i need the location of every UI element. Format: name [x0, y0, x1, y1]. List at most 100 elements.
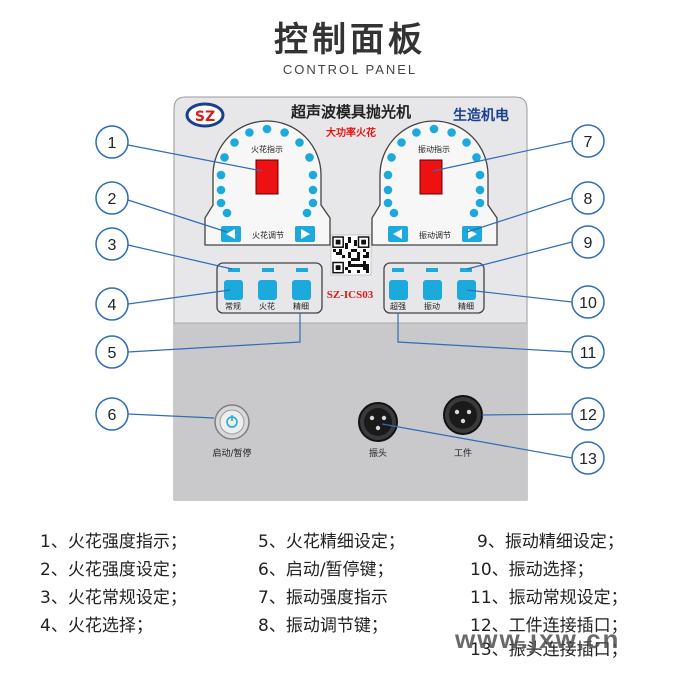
callout-number: 1 — [108, 135, 117, 152]
callout-circle — [95, 227, 129, 261]
legend-item-7: 7、振动强度指示 — [258, 588, 388, 608]
model-number: SZ-ICS03 — [327, 289, 374, 301]
head-connector-socket[interactable] — [358, 402, 398, 442]
right-strength-display — [419, 159, 443, 195]
left-indicator-label: 火花指示 — [251, 144, 283, 154]
callout-number: 3 — [108, 237, 117, 254]
left-dial-led — [308, 185, 318, 195]
legend-item-11: 11、振动常规设定； — [470, 588, 628, 608]
right-dial-led — [475, 185, 485, 195]
left-strength-display — [255, 159, 279, 195]
right-dial-led — [469, 208, 479, 218]
left-mode-leds — [228, 268, 308, 272]
callout-number: 12 — [579, 407, 597, 424]
legend-item-1: 1、火花强度指示； — [40, 532, 187, 552]
right-decrease-button[interactable] — [388, 226, 408, 242]
right-dial-led — [397, 138, 406, 147]
right-dial-led — [475, 198, 485, 208]
right-dial-led — [472, 153, 481, 162]
right-dial-led — [383, 198, 393, 208]
left-dial-led — [295, 138, 304, 147]
callout-number: 10 — [579, 295, 597, 312]
callout-circle — [95, 287, 129, 321]
right-dial-led — [412, 128, 421, 137]
right-mode-leds — [392, 268, 472, 272]
callout-circle — [571, 285, 605, 319]
left-dial-led — [262, 124, 272, 134]
leader-lines — [127, 140, 573, 459]
callout-number: 13 — [579, 451, 597, 468]
spark-fine-button[interactable] — [292, 280, 311, 300]
tagline: 大功率火花 — [326, 126, 376, 139]
left-dial-led — [308, 170, 318, 180]
workpiece-connector-label: 工件 — [454, 447, 472, 459]
left-dial-led — [302, 208, 312, 218]
head-connector-label: 振头 — [369, 447, 387, 459]
callout-circle — [571, 225, 605, 259]
spark-normal-button[interactable] — [224, 280, 243, 300]
vibration-select-button[interactable] — [423, 280, 442, 300]
left-dial-led — [308, 198, 318, 208]
callout-circle — [571, 181, 605, 215]
callout-number: 6 — [108, 407, 117, 424]
right-dial-led — [475, 170, 485, 180]
callout-number: 11 — [580, 345, 597, 362]
device-name: 超声波模具抛光机 — [290, 103, 411, 121]
page-title: 控制面板 — [274, 20, 426, 60]
vibration-fine-button[interactable] — [457, 280, 476, 300]
right-button-label-1: 超强 — [390, 301, 406, 311]
right-button-label-2: 振动 — [424, 301, 440, 311]
right-dial-led — [383, 185, 393, 195]
legend-item-2: 2、火花强度设定； — [40, 560, 187, 580]
left-dial-led — [216, 170, 226, 180]
left-decrease-button[interactable] — [221, 226, 241, 242]
callout-number: 7 — [584, 134, 593, 151]
workpiece-connector-socket[interactable] — [443, 395, 483, 435]
left-adjust-label: 火花调节 — [252, 230, 284, 240]
legend-item-10: 10、振动选择； — [470, 560, 594, 580]
spark-select-button[interactable] — [258, 280, 277, 300]
left-dial-led — [305, 153, 314, 162]
right-dial-led — [462, 138, 471, 147]
start-pause-button[interactable] — [214, 404, 250, 440]
left-dial-led — [220, 153, 229, 162]
logo-text: SZ — [195, 109, 215, 125]
right-dial-led — [429, 124, 439, 134]
left-button-label-2: 火花 — [259, 301, 275, 311]
callout-circle — [95, 397, 129, 431]
callout-number: 8 — [584, 191, 593, 208]
brand-name: 生造机电 — [453, 107, 509, 124]
legend-item-13: 13、振头连接插口； — [470, 640, 628, 660]
callout-circle — [95, 125, 129, 159]
right-adjust-label: 振动调节 — [419, 230, 451, 240]
legend-item-5: 5、火花精细设定； — [258, 532, 405, 552]
legend-item-9: 9、振动精细设定； — [477, 532, 624, 552]
left-led-ring — [216, 124, 318, 218]
callout-circle — [571, 335, 605, 369]
left-dial-led — [280, 128, 289, 137]
control-panel-diagram: SZ 超声波模具抛光机 生造机电 大功率火花 火花指示 振动指示 火花调节 振动… — [95, 96, 605, 501]
callout-circle — [571, 441, 605, 475]
callout-circle — [95, 181, 129, 215]
brand-logo: SZ — [185, 102, 225, 128]
left-increase-button[interactable] — [295, 226, 315, 242]
right-dial-led — [389, 208, 399, 218]
legend-item-12: 12、工件连接插口； — [470, 616, 628, 636]
left-button-label-1: 常规 — [225, 301, 241, 311]
legend: 1、火花强度指示； 2、火花强度设定； 3、火花常规设定； 4、火花选择； 5、… — [0, 527, 700, 677]
callout-number: 9 — [584, 235, 593, 252]
legend-item-4: 4、火花选择； — [40, 616, 153, 636]
left-button-group — [216, 262, 323, 314]
right-indicator-label: 振动指示 — [418, 144, 450, 154]
vibration-strong-button[interactable] — [389, 280, 408, 300]
legend-item-6: 6、启动/暂停键； — [258, 560, 394, 580]
right-dial-led — [387, 153, 396, 162]
qr-code — [330, 234, 372, 276]
callout-number: 4 — [108, 297, 117, 314]
left-dial-led — [216, 185, 226, 195]
callout-number: 2 — [108, 191, 117, 208]
right-button-group — [383, 262, 485, 314]
page-subtitle: CONTROL PANEL — [282, 62, 418, 77]
left-dial-led — [245, 128, 254, 137]
